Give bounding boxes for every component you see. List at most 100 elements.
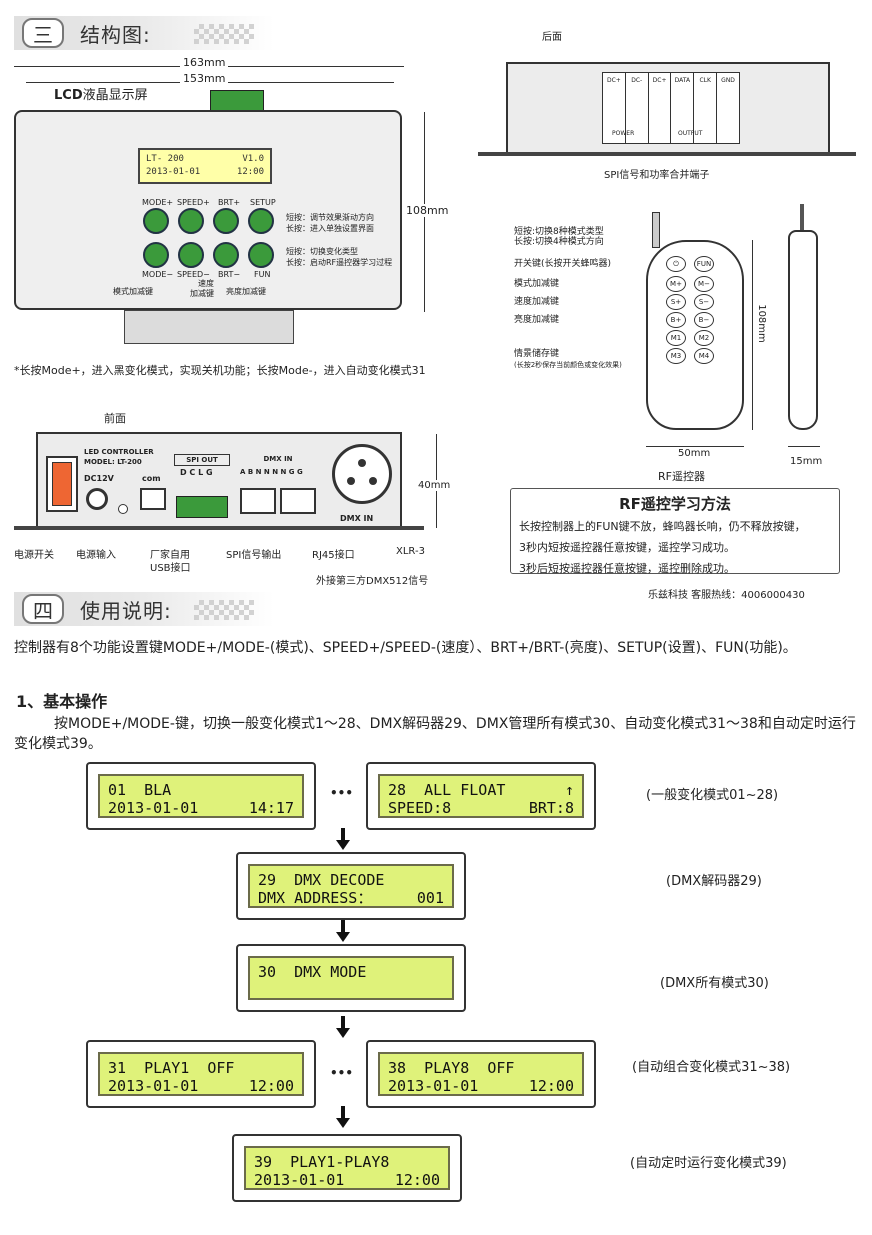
remote-fun-button: FUN [694,256,714,272]
label-mode-plus: MODE+ [142,198,174,207]
rj45-port-2 [280,488,316,514]
dmx-in-label-2: DMX IN [340,514,374,523]
basic-op-title: 1、基本操作 [16,692,108,711]
remote-antenna [652,212,660,248]
speed-plus-button [178,208,204,234]
rf-learn-line-3: 3秒后短按遥控器任意按键，遥控删除成功。 [519,562,735,575]
remote-m3-button: M3 [666,348,686,364]
front-dim-40: 40mm [418,480,451,491]
lcd-31-line1: 31 PLAY1 OFF [108,1059,235,1077]
label-mode-minus: MODE− [142,270,174,279]
caption-dmx29: (DMX解码器29) [666,874,762,889]
remote-dim-15-line [788,446,820,447]
label-setup: SETUP [250,198,276,207]
rf-learn-line-1: 长按控制器上的FUN键不放，蜂鸣器长响，仍不释放按键， [519,520,806,533]
front-panel-base [14,526,424,530]
label-xlr: XLR-3 [396,546,425,557]
label-power-input: 电源输入 [76,550,116,561]
remote-m1-button: M1 [666,330,686,346]
lcd-30-line1: 30 DMX MODE [258,963,367,981]
indicator-hole [118,504,128,514]
remote-brt-key: 亮度加减键 [514,315,560,325]
remote-bminus-button: B− [694,312,714,328]
section-title: 使用说明: [80,598,172,623]
caption-general: (一般变化模式01~28) [646,788,779,803]
label-usb-1: 厂家自用 [150,550,190,561]
com-label: com [142,474,161,483]
intro-paragraph: 控制器有8个功能设置键MODE+/MODE-(模式)、SPEED+/SPEED-… [14,640,797,656]
remote-speed-key: 速度加减键 [514,297,560,307]
lcd-mode-29: 29 DMX DECODE DMX ADDRESS：001 [236,852,466,920]
lcd-28-line1: 28 ALL FLOAT [388,781,506,799]
controller-body [14,110,402,310]
output-label: OUTPUT [678,130,703,137]
back-label: 后面 [542,32,562,43]
remote-dim-108-line [752,240,753,430]
arrow-stem-2 [341,920,345,934]
lcd-28-line2-right: BRT:8 [528,799,574,817]
remote-note-1: 短按:切换8种模式类型 [514,227,604,237]
terminal-3: DATA [671,73,695,143]
lcd-label: LCD液晶显示屏 [54,84,148,103]
lcd-39-line1: 39 PLAY1-PLAY8 [254,1153,390,1171]
section-4-header: 四 使用说明: [14,592,274,626]
mode-add-sub-label: 模式加减键 [113,287,153,296]
rf-learn-box: RF遥控学习方法 长按控制器上的FUN键不放，蜂鸣器长响，仍不释放按键， 3秒内… [510,488,840,575]
device-lcd-line1-left: LT- 200 [146,154,184,164]
remote-power-key: 开关键(长按开关蜂鸣器) [514,259,612,269]
section-title: 结构图: [80,22,151,47]
rf-learn-title: RF遥控学习方法 [619,495,731,513]
caption-dmx30: (DMX所有模式30) [660,976,769,991]
remote-scene-note: (长按2秒保存当前颜色或变化效果) [514,361,622,369]
lcd-label-rest: 液晶显示屏 [82,88,148,103]
back-panel-base [478,152,856,156]
brt-minus-button [213,242,239,268]
rf-learn-line-2: 3秒内短按遥控器任意按键，遥控学习成功。 [519,541,735,554]
lcd-mode-39: 39 PLAY1-PLAY8 2013-01-01 12:00 [232,1134,462,1202]
label-fun: FUN [254,270,271,279]
back-terminal-block: DC+ DC- DC+ DATA CLK GND [602,72,740,144]
remote-side-body [788,230,818,430]
label-speed-minus: SPEED− [177,270,210,279]
label-brt-minus: BRT− [218,270,241,279]
remote-caption: RF遥控器 [658,470,705,483]
brt-add-sub-label: 亮度加减键 [226,287,266,296]
remote-splus-button: S+ [666,294,686,310]
setup-button [248,208,274,234]
terminal-5: GND [721,77,735,84]
spi-terminal [176,496,228,518]
remote-mode-key: 模式加减键 [514,279,560,289]
label-spi-output: SPI信号输出 [226,550,282,561]
basic-op-desc: 按MODE+/MODE-键，切换一般变化模式1～28、DMX解码器29、DMX管… [14,716,856,752]
section-3-header: 三 结构图: [14,16,274,50]
spi-pins: D C L G [180,468,213,477]
decorative-pattern [194,24,254,44]
caption-auto: (自动组合变化模式31~38) [632,1060,791,1075]
arrow-down-1 [336,840,350,850]
lcd-29-line2: DMX ADDRESS： [258,889,373,907]
lcd-38-line1: 38 PLAY8 OFF [388,1059,515,1077]
power-label: POWER [612,130,635,137]
remote-power-button: ⏻ [666,256,686,272]
terminal-1: DC- [626,73,649,143]
lcd-mode-30: 30 DMX MODE [236,944,466,1012]
label-usb-2: USB接口 [150,563,191,574]
label-rj45: RJ45接口 [312,550,355,561]
lcd-39-line2: 2013-01-01 [254,1171,345,1189]
remote-scene-key: 情景储存键 [514,349,560,359]
lcd-38-line2-right: 12:00 [528,1077,574,1095]
arrow-stem-4 [341,1106,345,1120]
remote-sminus-button: S− [694,294,714,310]
arrow-down-4 [336,1118,350,1128]
dc-jack [86,488,108,510]
arrow-down-2 [336,932,350,942]
lcd-01-line1: 01 BLA [108,781,172,799]
caption-timed: (自动定时运行变化模式39) [630,1156,787,1171]
spi-out-label: SPI OUT [174,454,230,466]
model-line-2: MODEL: LT-200 [84,458,142,466]
lcd-39-line2-right: 12:00 [394,1171,440,1189]
hotline: 乐兹科技 客服热线：4006000430 [648,590,805,601]
